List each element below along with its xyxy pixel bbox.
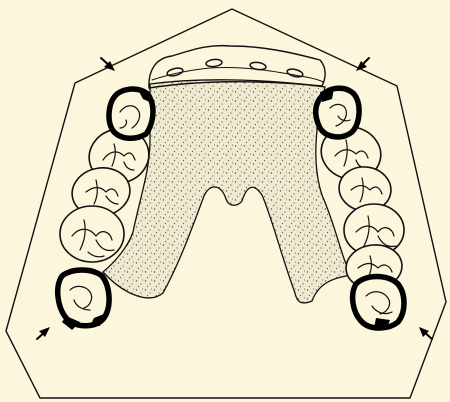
rest-hole bbox=[286, 68, 303, 79]
arrow-lower-right bbox=[419, 327, 432, 339]
rest-hole bbox=[206, 59, 223, 68]
tooth bbox=[60, 206, 124, 262]
arrow-upper-right bbox=[356, 58, 369, 71]
arrow-lower-left bbox=[37, 327, 50, 339]
